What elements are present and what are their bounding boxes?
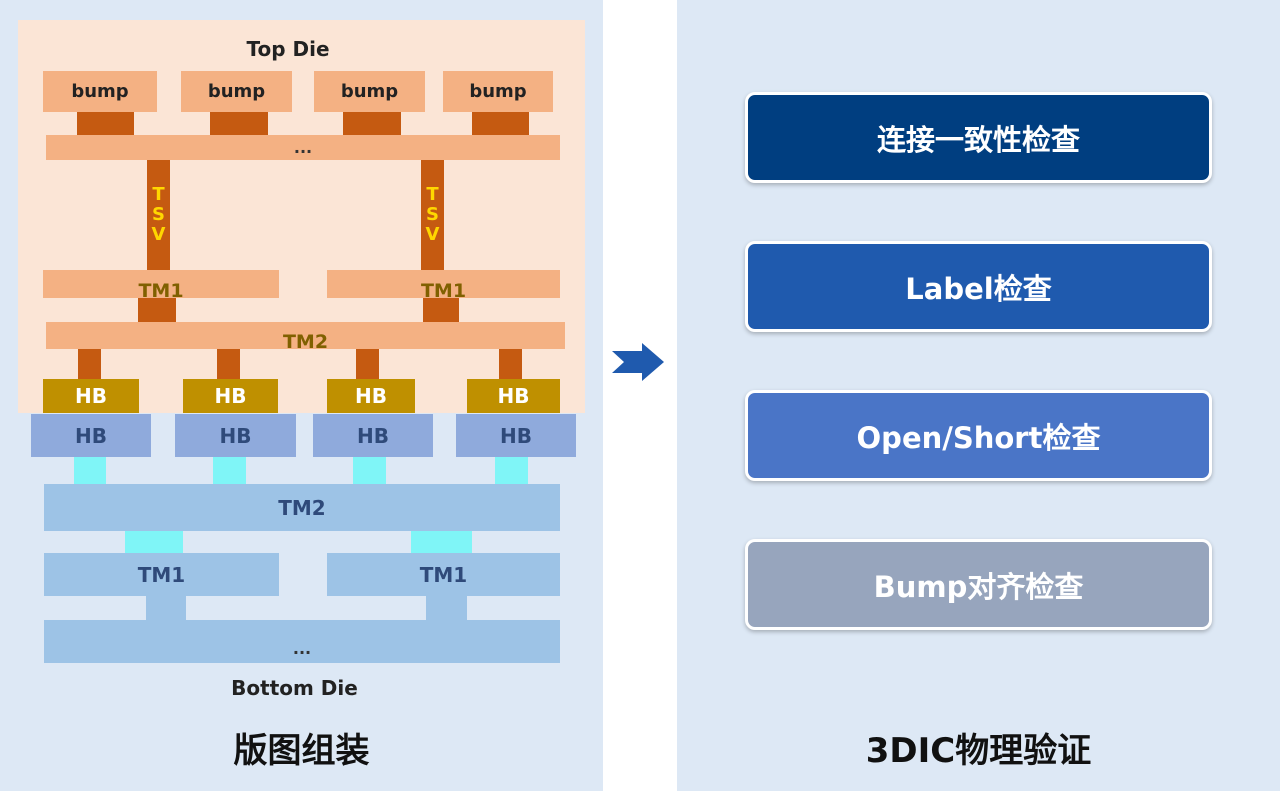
bump-via	[343, 112, 401, 135]
hybrid-bond-bottom: HB	[175, 414, 296, 457]
bump-via	[77, 112, 134, 135]
tsv-right: T S V	[421, 160, 444, 270]
hybrid-bond-top: HB	[467, 379, 560, 413]
tm1-label: TM1	[420, 280, 467, 302]
top-metal-bar: ...	[46, 135, 560, 160]
tsv-letter: S	[152, 204, 165, 225]
tm1-tm2-via	[423, 298, 459, 322]
bottom-via	[146, 596, 186, 620]
tm1-tm2-via	[138, 298, 176, 322]
hybrid-bond-bottom: HB	[456, 414, 576, 457]
cyan-via	[213, 457, 246, 484]
top-tm2-bar: TM2	[46, 322, 565, 353]
bottom-tm2-bar: TM2	[44, 484, 560, 531]
hb-via	[78, 349, 101, 379]
tsv-letter: V	[151, 224, 166, 245]
tsv-letter: S	[426, 204, 439, 225]
open-short-check: Open/Short检查	[745, 390, 1212, 481]
bump-pad: bump	[181, 71, 292, 112]
bottom-ellipsis: ...	[292, 639, 312, 658]
hybrid-bond-top: HB	[183, 379, 278, 413]
bottom-die-label: Bottom Die	[231, 676, 358, 700]
bottom-tm1-left: TM1	[44, 553, 279, 596]
hb-via	[499, 349, 522, 379]
right-caption: 3DIC物理验证	[865, 730, 1092, 771]
hybrid-bond-top: HB	[43, 379, 139, 413]
bottom-via	[426, 596, 467, 620]
tsv-letter: T	[426, 184, 439, 205]
bump-pad: bump	[314, 71, 425, 112]
tm2-label: TM2	[282, 330, 329, 353]
tsv-letter: V	[425, 224, 440, 245]
top-die-label: Top Die	[246, 37, 330, 61]
cyan-via	[74, 457, 106, 484]
bump-via	[210, 112, 268, 135]
cyan-via	[495, 457, 528, 484]
bump-pad: bump	[43, 71, 157, 112]
bump-alignment-check: Bump对齐检查	[745, 539, 1212, 630]
top-ellipsis: ...	[293, 138, 313, 157]
cyan-via	[353, 457, 386, 484]
label-check: Label检查	[745, 241, 1212, 332]
tm1-label: TM1	[138, 280, 184, 302]
verification-panel: 连接一致性检查 Label检查 Open/Short检查 Bump对齐检查 3D…	[677, 0, 1280, 791]
hybrid-bond-top: HB	[327, 379, 415, 413]
hybrid-bond-bottom: HB	[313, 414, 433, 457]
layout-assembly-panel: Top Die bump bump bump bump ... T S V T …	[0, 0, 603, 791]
arrow-right-icon	[610, 341, 666, 383]
bottom-metal-bar: ...	[44, 620, 560, 663]
hb-via	[217, 349, 240, 379]
connectivity-check: 连接一致性检查	[745, 92, 1212, 183]
top-tm1-right: TM1	[327, 270, 560, 302]
bump-via	[472, 112, 529, 135]
tsv-letter: T	[152, 184, 165, 205]
cyan-via	[125, 531, 183, 553]
top-tm1-left: TM1	[43, 270, 279, 302]
hb-via	[356, 349, 379, 379]
bottom-tm1-right: TM1	[327, 553, 560, 596]
tsv-left: T S V	[147, 160, 170, 270]
bump-pad: bump	[443, 71, 553, 112]
cyan-via	[411, 531, 472, 553]
hybrid-bond-bottom: HB	[31, 414, 151, 457]
left-caption: 版图组装	[233, 730, 370, 771]
